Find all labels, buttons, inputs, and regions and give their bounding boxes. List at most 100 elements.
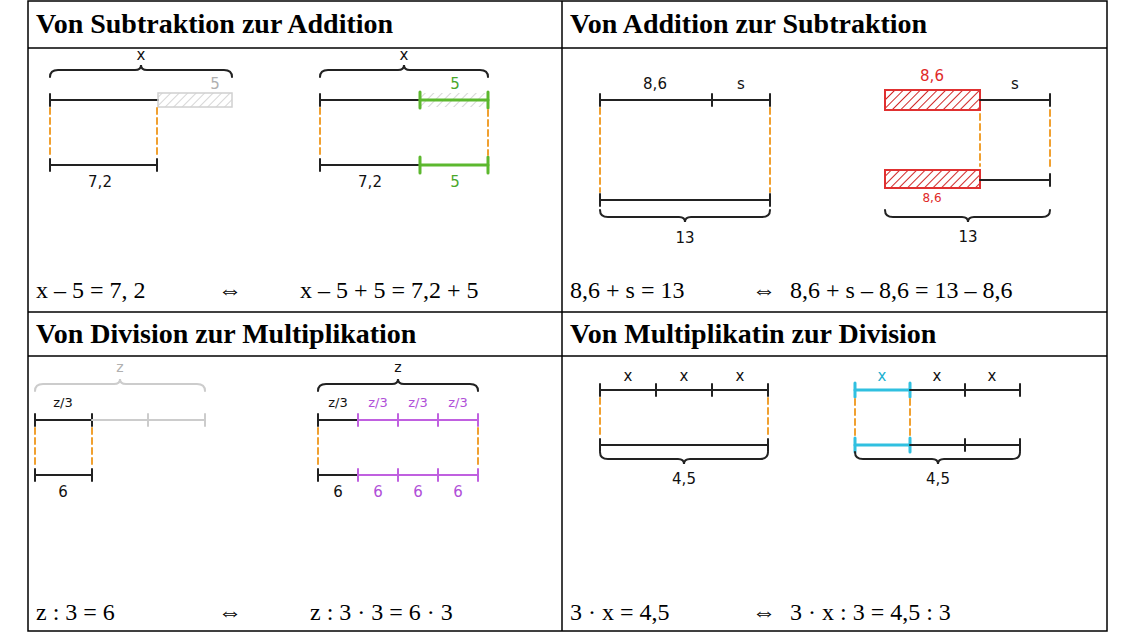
bar-model-part [487,92,490,108]
bar-model-part [317,469,319,481]
bar-model-part [599,439,601,451]
bar-label: 8,6 [643,76,667,93]
bar-model-part [769,194,771,206]
bar-model-part [1049,174,1051,186]
bar-label: 5 [450,174,460,191]
bar-model-part [599,194,601,206]
bar-model-part [49,108,51,158]
bar-model [600,384,768,464]
bar-label: z/3 [368,396,387,410]
bar-model [35,379,205,481]
bar-label: 7,2 [88,174,112,191]
equation-text: 8,6 + s – 8,6 = 13 – 8,6 [790,277,1012,303]
bar-model-part [420,99,488,102]
bar-model-part [477,469,479,481]
bar-model-part [600,210,770,222]
bar-model-part [600,452,768,464]
bar-model-part [885,90,980,110]
bar-label: x [680,368,689,385]
bar-model-part [477,414,479,426]
bar-model-part [397,469,399,481]
equation-text: ⇔ [218,599,242,625]
bar-model-part [885,210,1050,222]
bar-label: 13 [958,229,977,246]
bar-model-part [158,93,232,107]
bar-label: x [137,47,146,64]
bar-model-part [318,474,358,476]
bar-model-part [767,384,769,396]
bar-model [885,90,1050,222]
bar-model-part [34,428,36,468]
bar-model-part [49,159,51,171]
bar-model-part [437,469,439,481]
column-heading: Von Multiplikatin zur Division [570,319,936,350]
bar-label: 7,2 [358,174,382,191]
bar-model-part [980,99,1050,101]
bar-label: x [933,368,942,385]
table-grid-part [28,311,1107,313]
table-grid-part [28,47,1107,49]
column-heading: Von Division zur Multiplikation [36,319,416,350]
bar-model [600,94,770,222]
bar-model-part [50,99,158,101]
bar-label: z [116,360,123,375]
equation-text: ⇔ [752,277,776,303]
bar-model-part [147,414,149,426]
bar-model [50,65,232,171]
bar-model-part [357,414,359,426]
bar-model-part [1019,384,1021,396]
bar-model-part [91,469,93,481]
equation-text: z : 3 = 6 [36,599,115,625]
bar-model-part [420,164,488,167]
bar-model-part [964,439,966,451]
table-grid-part [28,1,1107,631]
table-grid-part [28,355,1107,357]
bar-model-part [767,398,769,438]
equation-text: x – 5 + 5 = 7,2 + 5 [300,277,479,303]
column-heading: Von Subtraktion zur Addition [36,9,393,40]
equation-text: 8,6 + s = 13 [570,277,684,303]
equation-text: ⇔ [218,277,242,303]
bar-model-part [35,419,92,421]
bar-model-part [91,428,93,468]
bar-model-part [600,99,770,101]
bar-model-part [318,419,358,421]
bar-label: 6 [373,484,383,501]
bar-model-part [964,384,966,396]
bar-model-part [319,159,321,171]
bar-model-part [397,414,399,426]
bar-model-part [854,383,857,397]
bar-label: x [624,368,633,385]
bar-model-part [854,399,856,437]
bar-model-part [769,108,771,192]
bar-model-part [599,108,601,192]
bar-model-part [50,164,157,166]
column-heading: Von Addition zur Subtraktion [570,9,927,40]
bar-model-part [600,199,770,201]
bar-model-part [156,108,158,158]
bar-model-part [437,414,439,426]
bar-model-part [320,65,488,77]
bar-label: 5 [210,76,220,93]
bar-label: z/3 [53,396,72,410]
bar-model-part [769,94,771,106]
bar-model-part [855,389,910,392]
bar-label: x [988,368,997,385]
bar-model-part [1049,94,1051,106]
bar-model-part [979,114,981,166]
bar-label: z/3 [448,396,467,410]
bar-label: z/3 [328,396,347,410]
bar-model-part [49,94,51,106]
bar-label: x [736,368,745,385]
bar-model-part [599,94,601,106]
bar-model-part [599,384,601,396]
bar-model-part [34,469,36,481]
bar-model-part [477,428,479,468]
table-grid [28,1,1107,631]
bar-model-part [854,438,857,452]
bar-model-part [320,99,420,101]
bar-label: 4,5 [926,471,950,488]
bar-label: x [400,47,409,64]
bar-model-part [358,474,478,476]
equation-text: ⇔ [752,599,776,625]
